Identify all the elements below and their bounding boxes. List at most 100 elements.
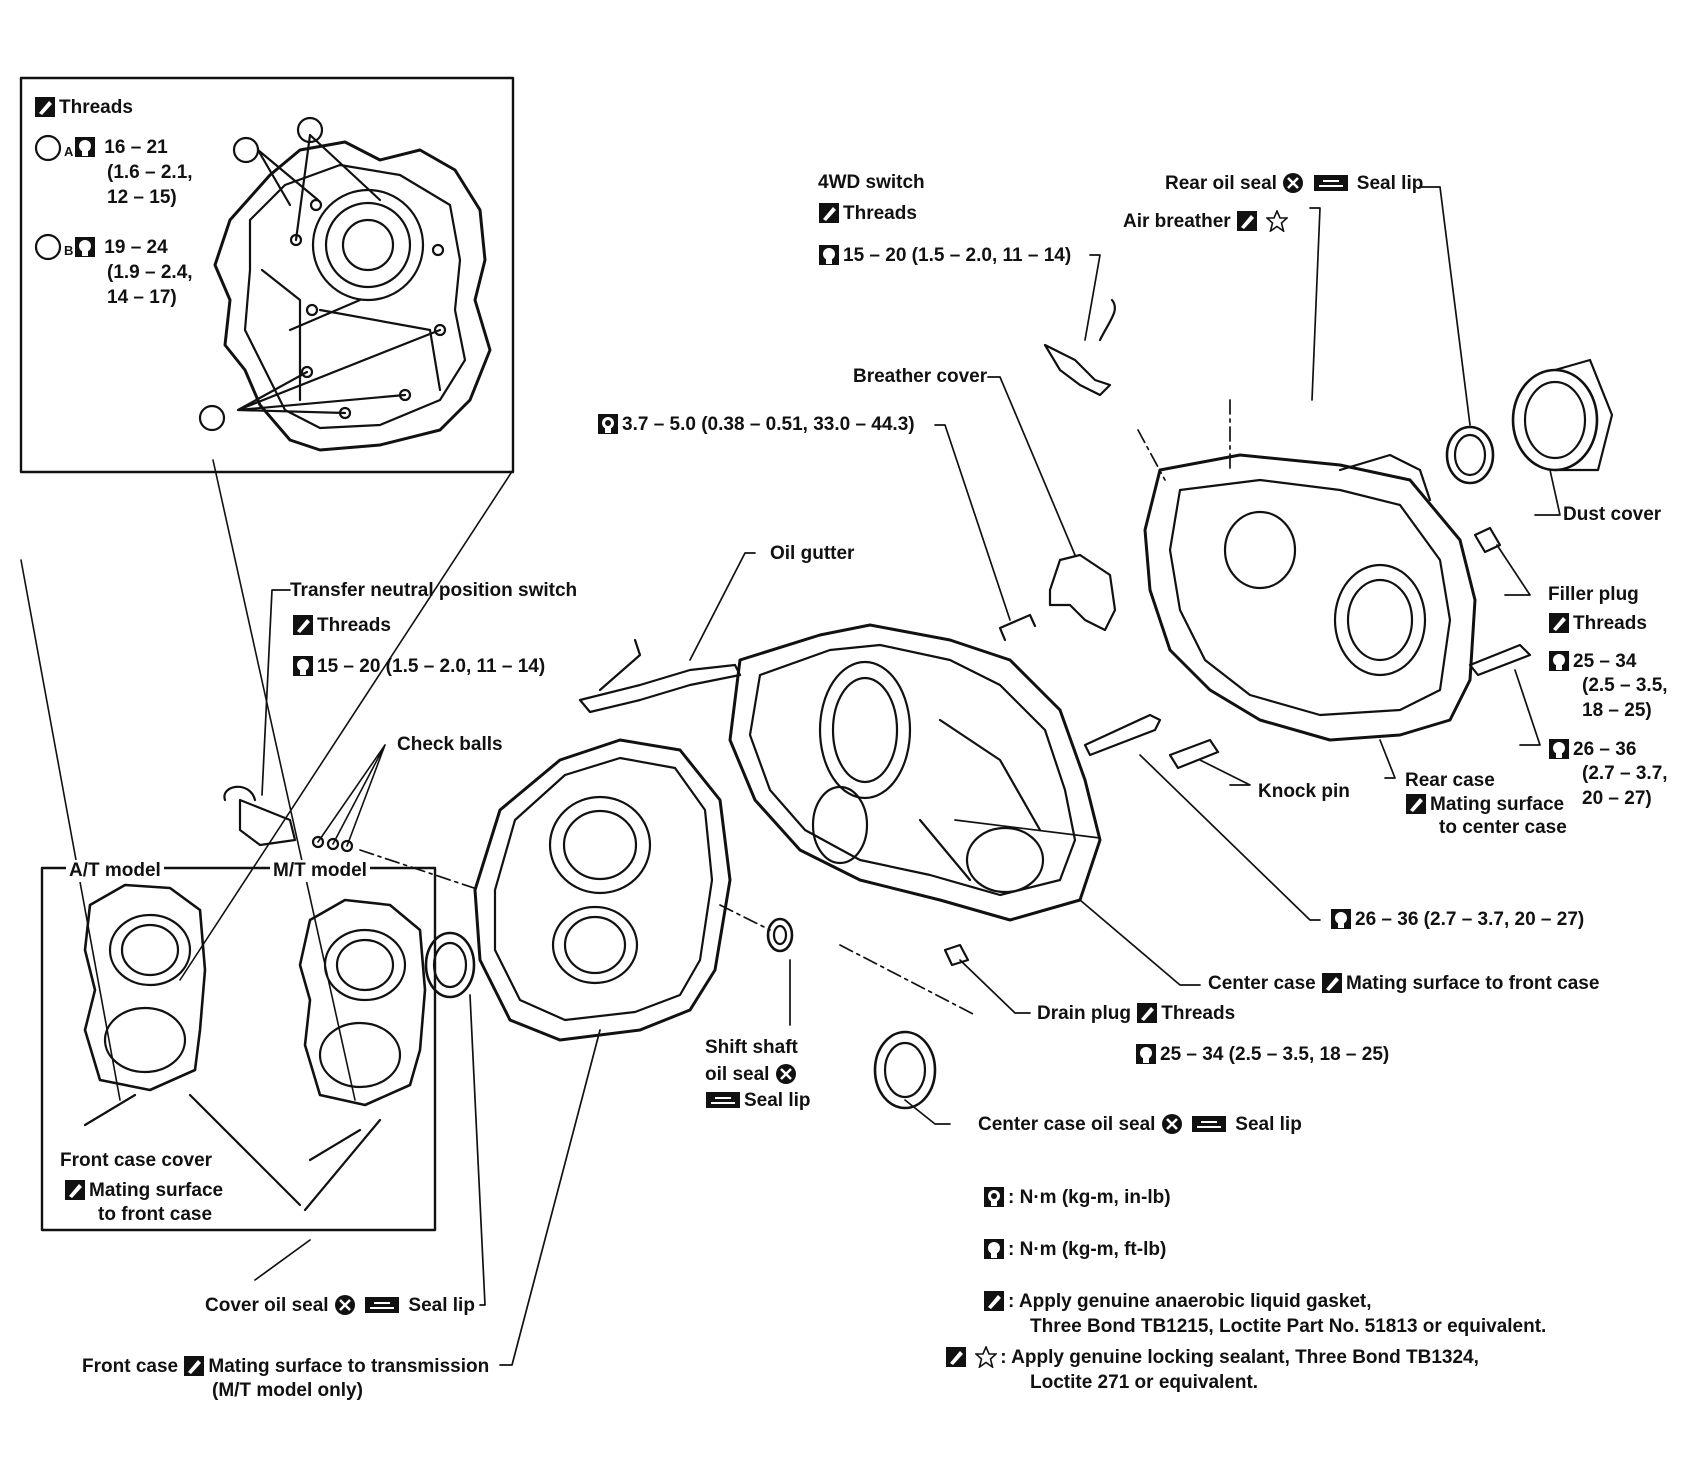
neutral-switch-title: Transfer neutral position switch <box>290 580 578 601</box>
gasket-icon <box>1549 613 1569 633</box>
shift-shaft-oil-seal-drawing <box>766 917 794 953</box>
torque-ftlb-icon <box>293 656 313 676</box>
cover-oil-seal-label: Cover oil seal Seal lip <box>205 1295 475 1316</box>
breather-cover-drawing <box>1048 553 1117 632</box>
rear-oil-seal-drawing <box>1445 425 1495 485</box>
rear-oil-seal-label: Rear oil seal Seal lip <box>1165 173 1424 194</box>
rear-case-mating: Mating surface <box>1405 793 1564 816</box>
torque-ftlb-icon <box>819 245 839 265</box>
torque-ftlb-icon <box>75 137 95 157</box>
legend-nm-ftlb: : N·m (kg-m, ft-lb) <box>983 1238 1166 1261</box>
filler-plug-torque-line2: (2.5 – 3.5, <box>1582 675 1668 696</box>
shift-shaft-seal-lip: Seal lip <box>705 1089 811 1112</box>
gasket-icon <box>819 203 839 223</box>
neutral-switch-torque: 15 – 20 (1.5 – 2.0, 11 – 14) <box>292 655 545 678</box>
leader-lines <box>254 186 1561 1366</box>
4wd-switch-title: 4WD switch <box>818 172 925 193</box>
b-torque-line3: 14 – 17) <box>107 287 177 308</box>
torque-inlb-icon <box>984 1187 1004 1207</box>
inset-threads-label: Threads <box>34 96 133 119</box>
oil-gutter-label: Oil gutter <box>770 543 855 564</box>
drain-plug-drawing <box>943 943 970 967</box>
rear-case-bolt-torque-line3: 20 – 27) <box>1582 788 1652 809</box>
long-bolt-drawing <box>1083 713 1162 757</box>
a-letter: A <box>64 144 74 159</box>
small-bolt-drawing <box>998 613 1037 642</box>
mt-model-label: M/T model <box>270 860 370 882</box>
gasket-icon <box>1322 973 1343 993</box>
grease-icon <box>1192 1116 1226 1132</box>
replace-x-icon <box>334 1295 355 1315</box>
dust-cover-label: Dust cover <box>1563 504 1662 525</box>
a-torque-line2: (1.6 – 2.1, <box>107 162 193 183</box>
inset-circle-a <box>232 136 260 164</box>
rear-case-bolt-torque-line2: (2.7 – 3.7, <box>1582 763 1668 784</box>
at-front-case-cover-drawing <box>83 883 302 1207</box>
a-torque-block: 16 – 21 <box>74 136 168 159</box>
drain-plug-torque: 25 – 34 (2.5 – 3.5, 18 – 25) <box>1135 1043 1389 1066</box>
4wd-switch-drawing <box>1043 298 1116 397</box>
gasket-icon <box>65 1180 85 1200</box>
b-torque-line2: (1.9 – 2.4, <box>107 262 193 283</box>
inset-circle-b-bottom <box>198 404 226 432</box>
4wd-switch-torque: 15 – 20 (1.5 – 2.0, 11 – 14) <box>818 244 1071 267</box>
oil-gutter-drawing <box>578 638 742 714</box>
legend-nm-inlb: : N·m (kg-m, in-lb) <box>983 1186 1171 1209</box>
filler-plug-title: Filler plug <box>1548 584 1639 605</box>
legend-gasket-line1: : Apply genuine anaerobic liquid gasket, <box>983 1290 1372 1313</box>
center-case-drawing <box>728 623 1102 922</box>
4wd-switch-threads: Threads <box>818 202 917 225</box>
grease-icon <box>365 1297 400 1313</box>
inset-box-top <box>19 76 515 474</box>
filler-plug-threads: Threads <box>1548 612 1647 635</box>
gasket-icon <box>984 1291 1004 1311</box>
center-case-oil-seal-label: Center case oil seal Seal lip <box>978 1114 1302 1135</box>
star-icon <box>1266 210 1289 232</box>
neutral-switch-threads: Threads <box>292 614 391 637</box>
front-case-cover-title: Front case cover <box>60 1150 213 1171</box>
torque-inlb-icon <box>598 414 618 434</box>
gasket-icon <box>1137 1003 1158 1023</box>
small-bolt-torque: 3.7 – 5.0 (0.38 – 0.51, 33.0 – 44.3) <box>597 413 915 436</box>
neutral-switch-drawing <box>223 785 297 847</box>
front-case-drawing <box>473 738 732 1042</box>
center-case-oil-seal-drawing <box>873 1030 937 1110</box>
breather-cover-label: Breather cover <box>853 366 988 387</box>
gasket-icon <box>946 1347 966 1367</box>
gasket-icon <box>1236 211 1257 231</box>
filler-plug-torque-line3: 18 – 25) <box>1582 700 1652 721</box>
a-torque-line3: 12 – 15) <box>107 187 177 208</box>
torque-ftlb-icon <box>984 1239 1004 1259</box>
center-bolt-torque: 26 – 36 (2.7 – 3.7, 20 – 27) <box>1330 908 1584 931</box>
filler-plug-drawing <box>1473 526 1502 554</box>
gasket-icon <box>1406 794 1426 814</box>
shift-shaft-line2: oil seal <box>705 1063 800 1086</box>
rear-oil-seal-inner <box>1453 433 1487 477</box>
rear-case-mating-line2: to center case <box>1439 817 1567 838</box>
gasket-icon <box>184 1356 205 1376</box>
replace-x-icon <box>1283 173 1304 193</box>
replace-x-icon <box>775 1064 796 1084</box>
front-case-cover-mating-line2: to front case <box>98 1204 213 1225</box>
gasket-icon <box>35 97 55 117</box>
legend-sealant-line2: Loctite 271 or equivalent. <box>1030 1372 1259 1393</box>
mt-front-case-cover-drawing <box>298 898 427 1212</box>
shift-shaft-line1: Shift shaft <box>705 1037 798 1058</box>
legend-gasket-line2: Three Bond TB1215, Loctite Part No. 5181… <box>1030 1316 1547 1337</box>
cover-oil-seal-drawing <box>424 931 476 999</box>
circle-a-marker <box>34 134 62 162</box>
air-breather-label: Air breather <box>1123 210 1291 233</box>
torque-ftlb-icon <box>1549 739 1569 759</box>
grease-icon <box>706 1092 740 1108</box>
circle-b-marker <box>34 233 62 261</box>
rear-case-bolt-torque: 26 – 36 <box>1548 738 1636 761</box>
torque-ftlb-icon <box>1549 651 1569 671</box>
star-icon <box>975 1346 998 1368</box>
knock-pin-drawing <box>1168 738 1220 770</box>
torque-ftlb-icon <box>75 237 95 257</box>
filler-plug-torque: 25 – 34 <box>1548 650 1636 673</box>
check-balls-label: Check balls <box>397 734 503 755</box>
front-case-label: Front case Mating surface to transmissio… <box>82 1356 490 1377</box>
legend-sealant-line1: : Apply genuine locking sealant, Three B… <box>945 1346 1479 1369</box>
inset-circle-b-top <box>296 116 324 144</box>
